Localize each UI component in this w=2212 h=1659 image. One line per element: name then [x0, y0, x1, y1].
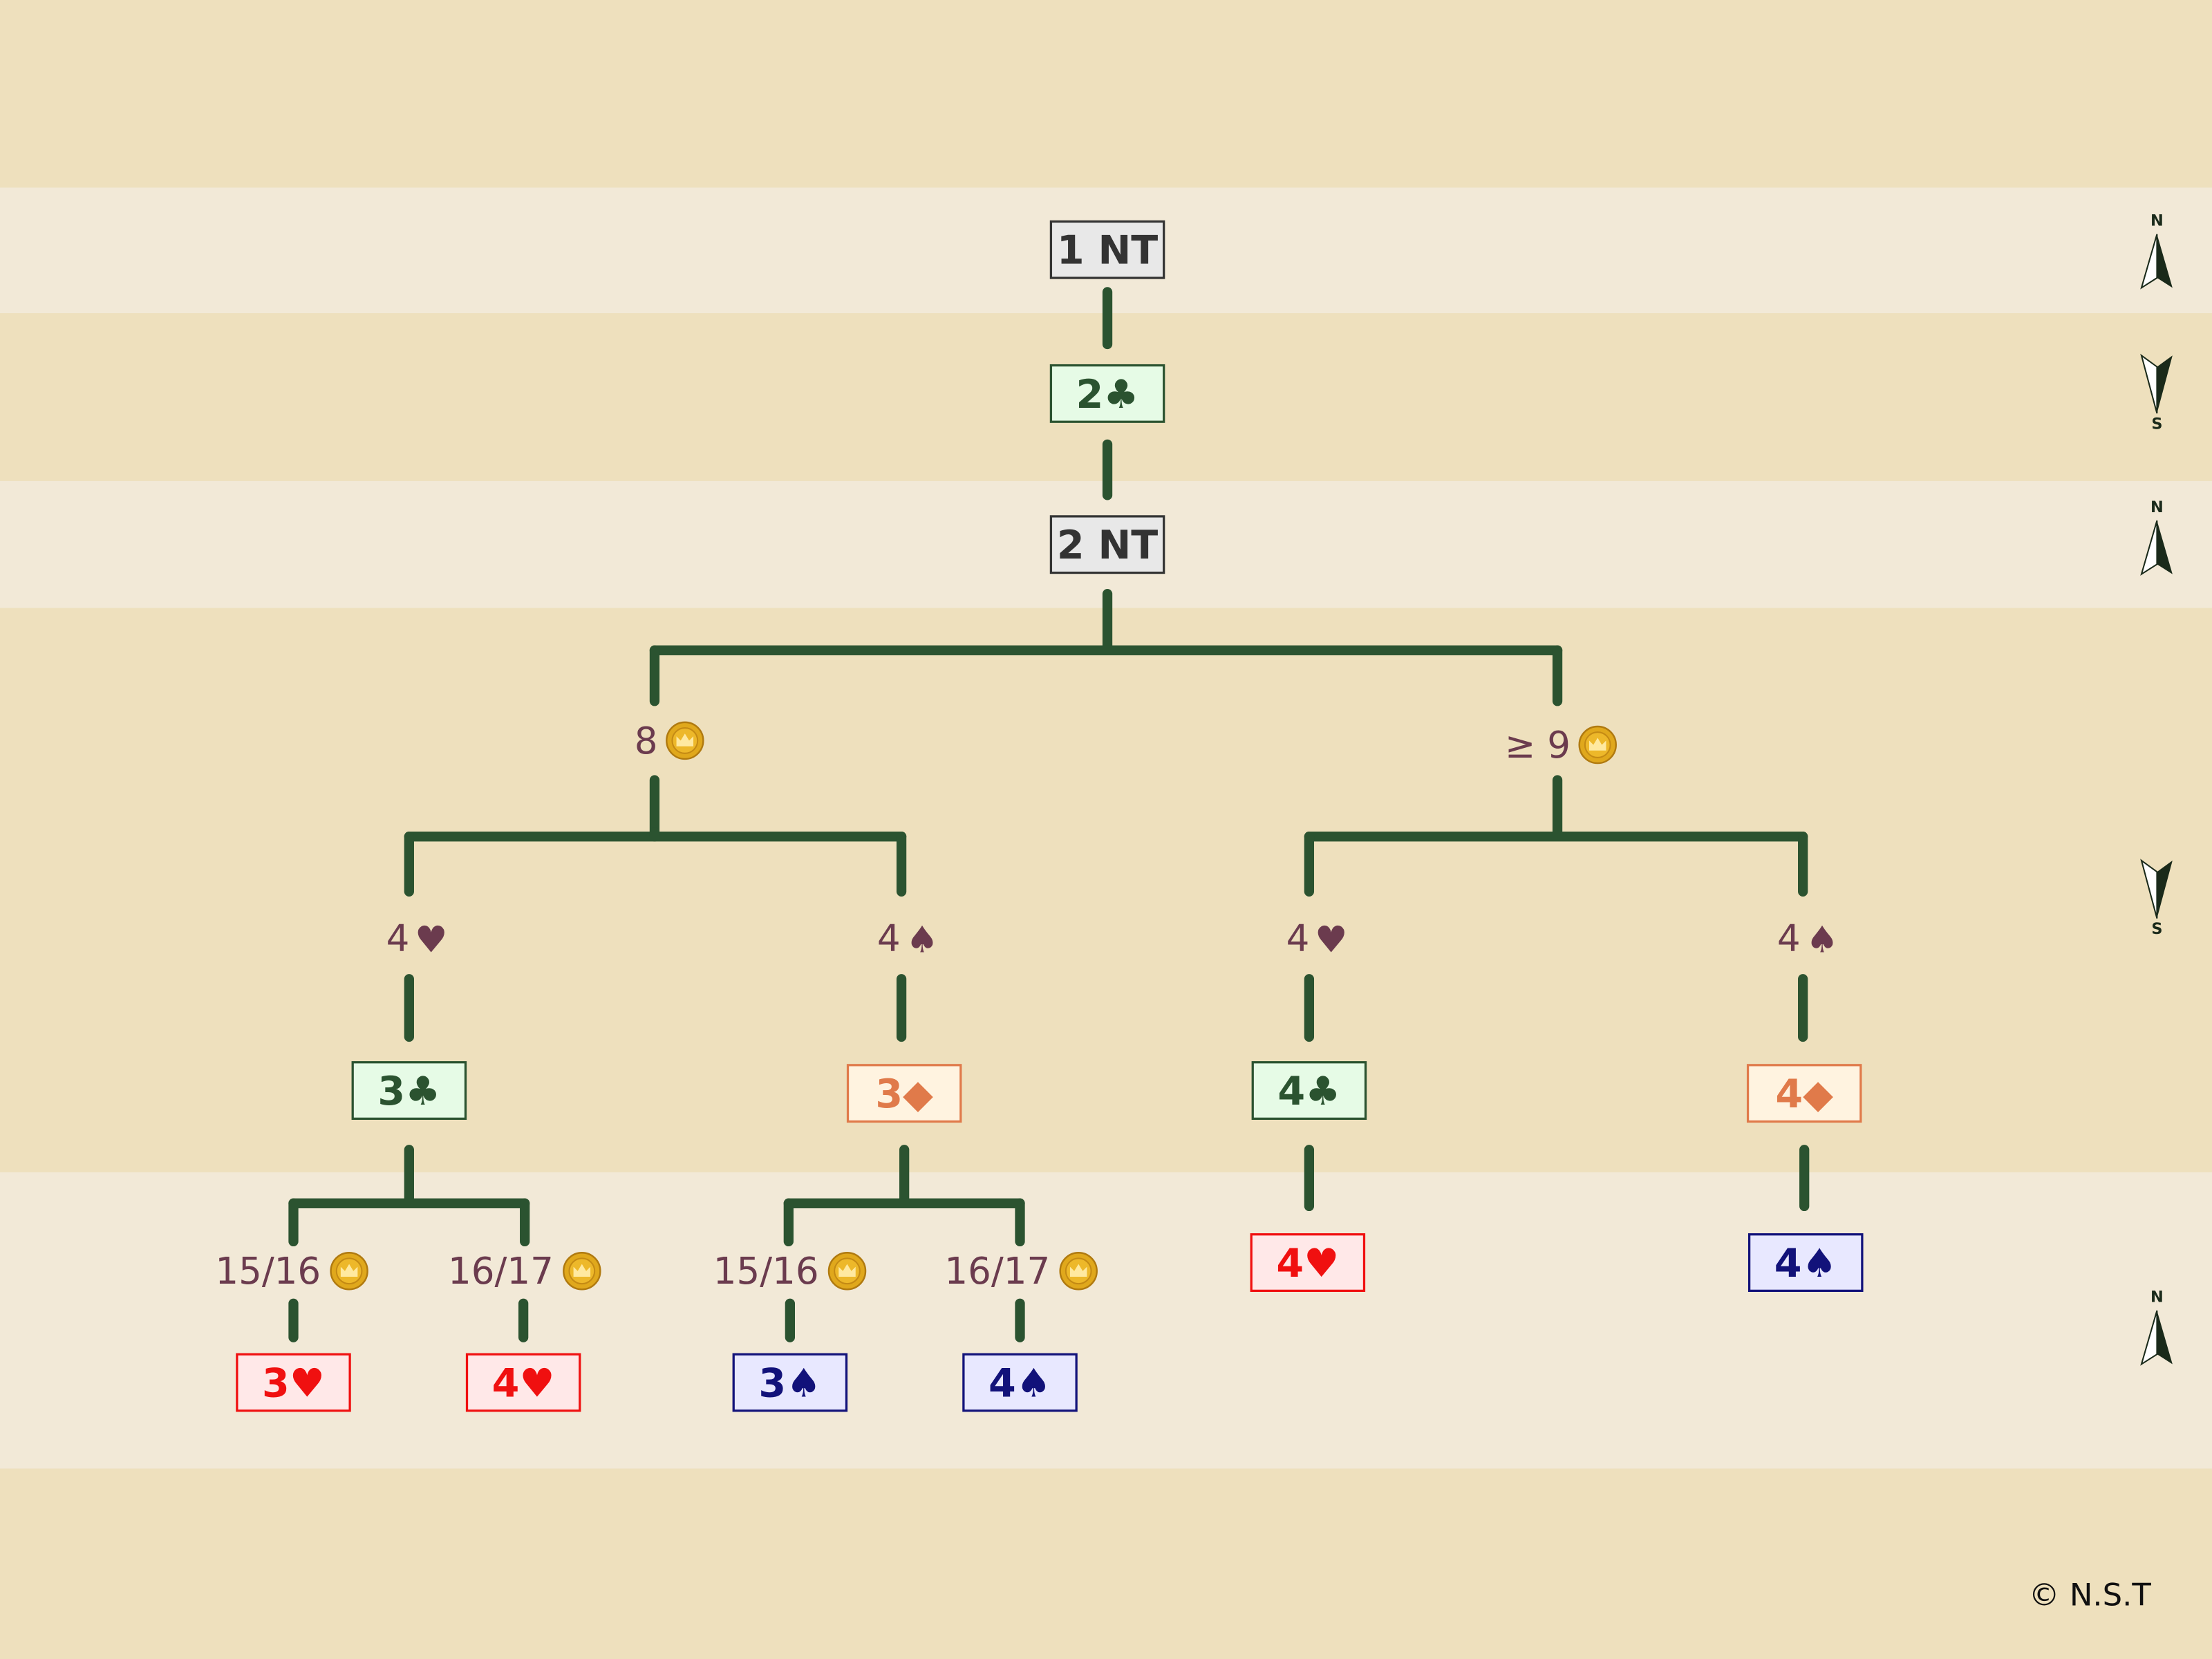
condition-text: 4	[877, 917, 901, 960]
condition-text: ≥ 9	[1505, 724, 1571, 767]
bid-box-frame	[732, 1353, 848, 1412]
bid-label: 4♠	[988, 1360, 1051, 1406]
north-arrow-icon: N	[2140, 212, 2173, 290]
condition-label: 4♥	[1286, 917, 1348, 962]
bid-box-clubs[interactable]: 4♣	[1251, 1061, 1367, 1120]
bid-box-frame	[1251, 1061, 1367, 1120]
compass-letter: N	[2150, 1288, 2164, 1306]
bid-label: 4♥	[492, 1360, 555, 1406]
band	[0, 1172, 2212, 1469]
coin-crown-icon	[330, 1252, 368, 1291]
connectors	[288, 287, 1810, 1342]
condition-text: 15/16	[713, 1250, 819, 1293]
south-arrow-icon: S	[2140, 353, 2173, 433]
coin-crown-icon	[1578, 725, 1617, 765]
bid-box-hearts[interactable]: 4♥	[465, 1353, 581, 1412]
bid-label: 2♣	[1076, 372, 1139, 418]
south-arrow-icon: S	[2140, 859, 2173, 938]
bid-box-frame	[1049, 364, 1165, 423]
bid-box-diamonds[interactable]: 4◆	[1746, 1064, 1862, 1123]
condition-text: 16/17	[944, 1250, 1050, 1293]
compass-letter: S	[2151, 920, 2162, 938]
compass-letter: N	[2150, 498, 2164, 516]
bid-box-frame	[846, 1064, 962, 1123]
condition-label: 4♥	[386, 917, 448, 962]
bid-box-frame	[962, 1353, 1078, 1412]
bid-box-frame	[351, 1061, 467, 1120]
bid-box-spades[interactable]: 3♠	[732, 1353, 848, 1412]
condition-label: 8	[635, 720, 704, 762]
bid-label: 4♥	[1276, 1241, 1339, 1286]
bid-box-frame	[1746, 1064, 1862, 1123]
bid-box-frame	[1049, 515, 1165, 574]
bid-label: 4♠	[1774, 1241, 1837, 1286]
bid-box-clubs[interactable]: 2♣	[1049, 364, 1165, 423]
bid-label: 4♣	[1277, 1069, 1340, 1114]
condition-text: 8	[635, 720, 658, 762]
bid-box-notrump[interactable]: 2 NT	[1049, 515, 1165, 574]
condition-label: 15/16	[215, 1250, 368, 1293]
bid-label: 3♠	[758, 1360, 821, 1406]
condition-label: 16/17	[944, 1250, 1098, 1293]
bid-box-spades[interactable]: 4♠	[962, 1353, 1078, 1412]
bid-label: 4◆	[1775, 1071, 1833, 1117]
condition-text: 4	[1777, 917, 1801, 960]
spades-icon: ♠	[906, 919, 939, 962]
condition-label: 4♠	[877, 917, 939, 962]
compass-letter: S	[2151, 415, 2162, 433]
condition-label: 15/16	[713, 1250, 867, 1293]
bid-box-frame	[236, 1353, 351, 1412]
bid-box-diamonds[interactable]: 3◆	[846, 1064, 962, 1123]
copyright: © N.S.T	[2029, 1576, 2152, 1613]
bid-label: 3♥	[262, 1360, 325, 1406]
compass-letter: N	[2150, 212, 2164, 230]
bid-box-hearts[interactable]: 4♥	[1250, 1233, 1366, 1292]
bid-box-frame	[1747, 1233, 1864, 1292]
condition-label: ≥ 9	[1505, 724, 1617, 767]
bid-label: 3◆	[875, 1071, 933, 1117]
bid-box-frame	[465, 1353, 581, 1412]
bid-label: 3♣	[377, 1069, 440, 1114]
bid-box-notrump[interactable]: 1 NT	[1049, 220, 1165, 279]
bid-label: 1 NT	[1057, 228, 1158, 274]
bid-boxes: 1 NT2♣2 NT3♣3◆4♣4◆3♥4♥3♠4♠4♥4♠	[236, 220, 1864, 1412]
bid-box-spades[interactable]: 4♠	[1747, 1233, 1864, 1292]
bid-box-frame	[1049, 220, 1165, 279]
bid-box-clubs[interactable]: 3♣	[351, 1061, 467, 1120]
condition-text: 15/16	[215, 1250, 321, 1293]
bid-box-hearts[interactable]: 3♥	[236, 1353, 351, 1412]
spades-icon: ♠	[1806, 919, 1839, 962]
condition-text: 4	[386, 917, 410, 960]
bid-label: 2 NT	[1057, 523, 1158, 568]
condition-label: 16/17	[448, 1250, 601, 1293]
coin-crown-icon	[827, 1252, 867, 1291]
condition-text: 16/17	[448, 1250, 554, 1293]
bid-box-frame	[1250, 1233, 1366, 1292]
coin-crown-icon	[563, 1252, 601, 1291]
condition-text: 4	[1286, 917, 1310, 960]
hearts-icon: ♥	[1315, 919, 1348, 962]
condition-label: 4♠	[1777, 917, 1839, 962]
coin-crown-icon	[666, 721, 704, 760]
coin-crown-icon	[1059, 1252, 1098, 1291]
hearts-icon: ♥	[415, 919, 448, 962]
